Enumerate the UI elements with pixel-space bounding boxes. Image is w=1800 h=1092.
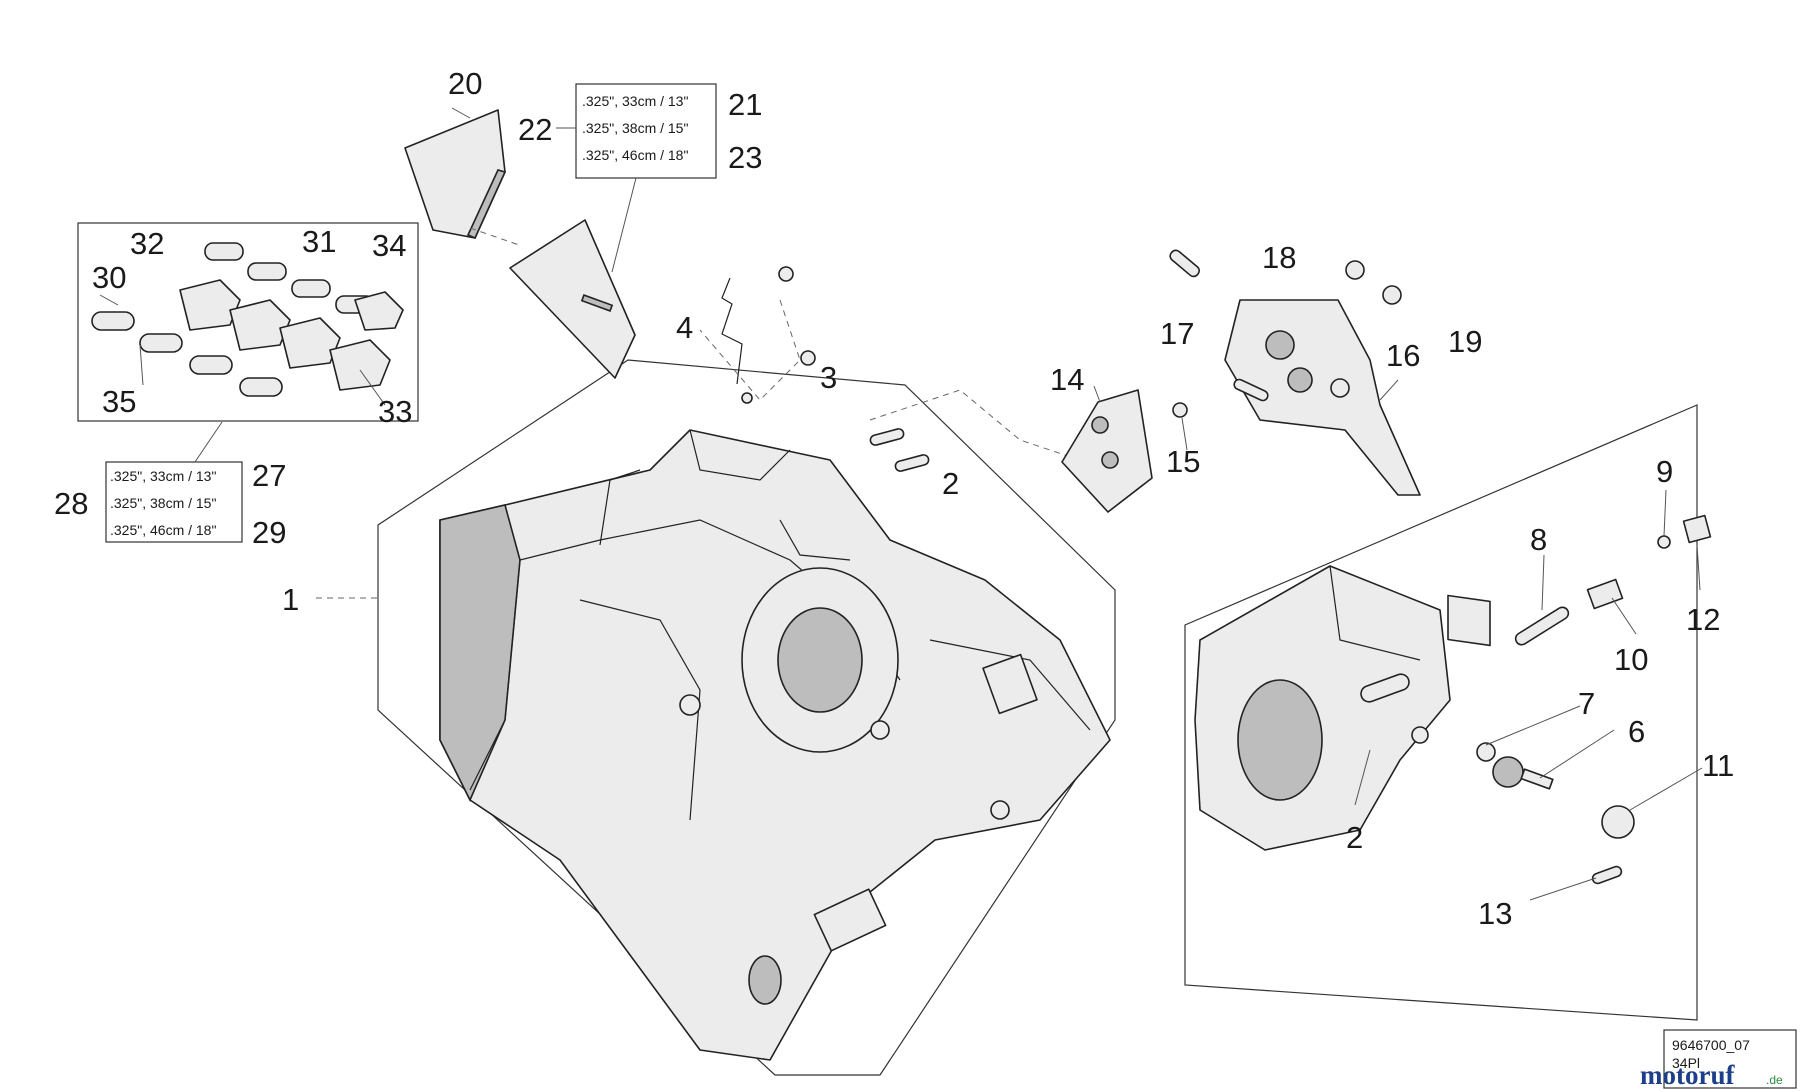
crankcase-housing[interactable] <box>439 429 1111 1061</box>
part-label-23: 23 <box>728 140 762 175</box>
bar-option-1: .325", 33cm / 13" <box>582 93 688 109</box>
part-label-2-top: 2 <box>942 466 959 501</box>
housing-group-frame <box>377 359 1116 1076</box>
reference-number: 9646700_07 <box>1672 1037 1750 1053</box>
part-label-33: 33 <box>378 394 412 429</box>
part-label-29: 29 <box>252 515 286 550</box>
part-label-17: 17 <box>1160 316 1194 351</box>
chain-option-3: .325", 46cm / 18" <box>110 522 216 538</box>
reference-box <box>1663 1029 1797 1089</box>
chain-option-1: .325", 33cm / 13" <box>110 468 216 484</box>
chain-guide-plate[interactable] <box>1061 389 1153 513</box>
part-label-6: 6 <box>1628 714 1645 749</box>
chain-options-box <box>105 461 243 543</box>
pins-and-screws[interactable] <box>721 266 930 472</box>
part-label-7: 7 <box>1578 686 1595 721</box>
guide-bar[interactable] <box>509 219 636 379</box>
part-label-35: 35 <box>102 384 136 419</box>
part-label-32: 32 <box>130 226 164 261</box>
part-label-22: 22 <box>518 112 552 147</box>
bar-option-3: .325", 46cm / 18" <box>582 147 688 163</box>
part-label-14: 14 <box>1050 362 1084 397</box>
cover-screws-nuts[interactable] <box>1168 248 1402 418</box>
part-label-9: 9 <box>1656 454 1673 489</box>
saw-chain-links[interactable] <box>91 242 404 397</box>
part-label-27: 27 <box>252 458 286 493</box>
part-labels: 20 21 22 23 32 31 34 30 35 33 28 27 29 1… <box>54 66 1734 931</box>
part-label-19: 19 <box>1448 324 1482 359</box>
watermark-tld: .de <box>1766 1073 1783 1087</box>
chain-group-frame <box>77 222 419 422</box>
part-label-10: 10 <box>1614 642 1648 677</box>
part-label-8: 8 <box>1530 522 1547 557</box>
decal-19[interactable] <box>1447 594 1491 647</box>
watermark-brand: motoruf <box>1640 1060 1735 1090</box>
part-label-28: 28 <box>54 486 88 521</box>
part-label-3: 3 <box>820 360 837 395</box>
chain-option-2: .325", 38cm / 15" <box>110 495 216 511</box>
part-label-2-right: 2 <box>1346 820 1363 855</box>
bar-options-box <box>575 83 717 179</box>
part-label-11: 11 <box>1702 748 1734 783</box>
crankcase-side-view[interactable] <box>1194 565 1451 851</box>
part-label-15: 15 <box>1166 444 1200 479</box>
part-label-12: 12 <box>1686 602 1720 637</box>
clutch-cover[interactable] <box>1224 299 1421 496</box>
leader-lines <box>99 107 1703 901</box>
part-label-31: 31 <box>302 224 336 259</box>
part-label-1: 1 <box>282 582 299 617</box>
part-label-4: 4 <box>676 310 693 345</box>
guide-bar-cover[interactable] <box>404 109 507 240</box>
oil-pump-group-frame <box>1184 404 1698 1021</box>
part-label-18: 18 <box>1262 240 1296 275</box>
part-label-34: 34 <box>372 228 406 263</box>
part-label-20: 20 <box>448 66 482 101</box>
bar-option-2: .325", 38cm / 15" <box>582 120 688 136</box>
part-label-16: 16 <box>1386 338 1420 373</box>
part-label-21: 21 <box>728 87 762 122</box>
reference-sub: 34Pl <box>1672 1055 1700 1071</box>
part-label-13: 13 <box>1478 896 1512 931</box>
part-label-30: 30 <box>92 260 126 295</box>
